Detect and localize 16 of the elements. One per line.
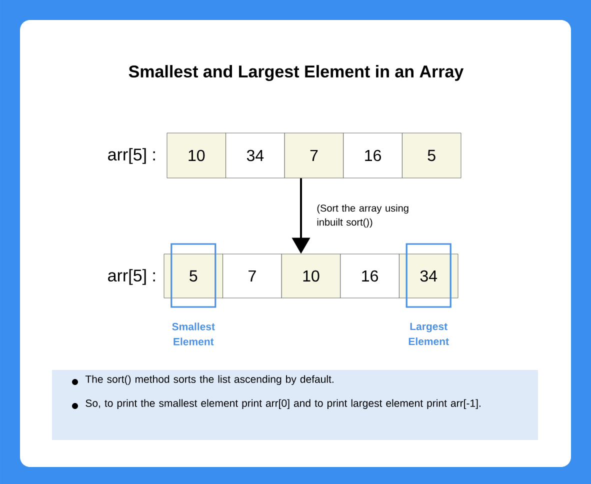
array-cell: 34 — [399, 254, 458, 298]
array-cell: 5 — [402, 132, 462, 178]
array-cell: 7 — [222, 254, 282, 298]
array-cell: 10 — [281, 254, 341, 298]
highlight-label: Largest Element — [408, 322, 449, 346]
array-cell: 16 — [340, 254, 400, 298]
array-cell: 10 — [166, 132, 226, 178]
array-cell: 5 — [164, 254, 223, 298]
edge-label: (Sort the array using inbuilt sort()) — [317, 204, 408, 228]
bullet-note: The sort() method sorts the list ascending by default. — [72, 375, 334, 385]
array-cell: 7 — [284, 132, 344, 178]
highlight-label: Smallest Element — [172, 322, 215, 346]
array-cell: 34 — [226, 132, 285, 178]
array-cell: 16 — [343, 132, 402, 178]
title: Smallest and Largest Element in an Array — [128, 65, 464, 81]
bullet-note: So, to print the smallest element print arr[0] and to print largest element print arr[-1]. — [72, 399, 480, 409]
